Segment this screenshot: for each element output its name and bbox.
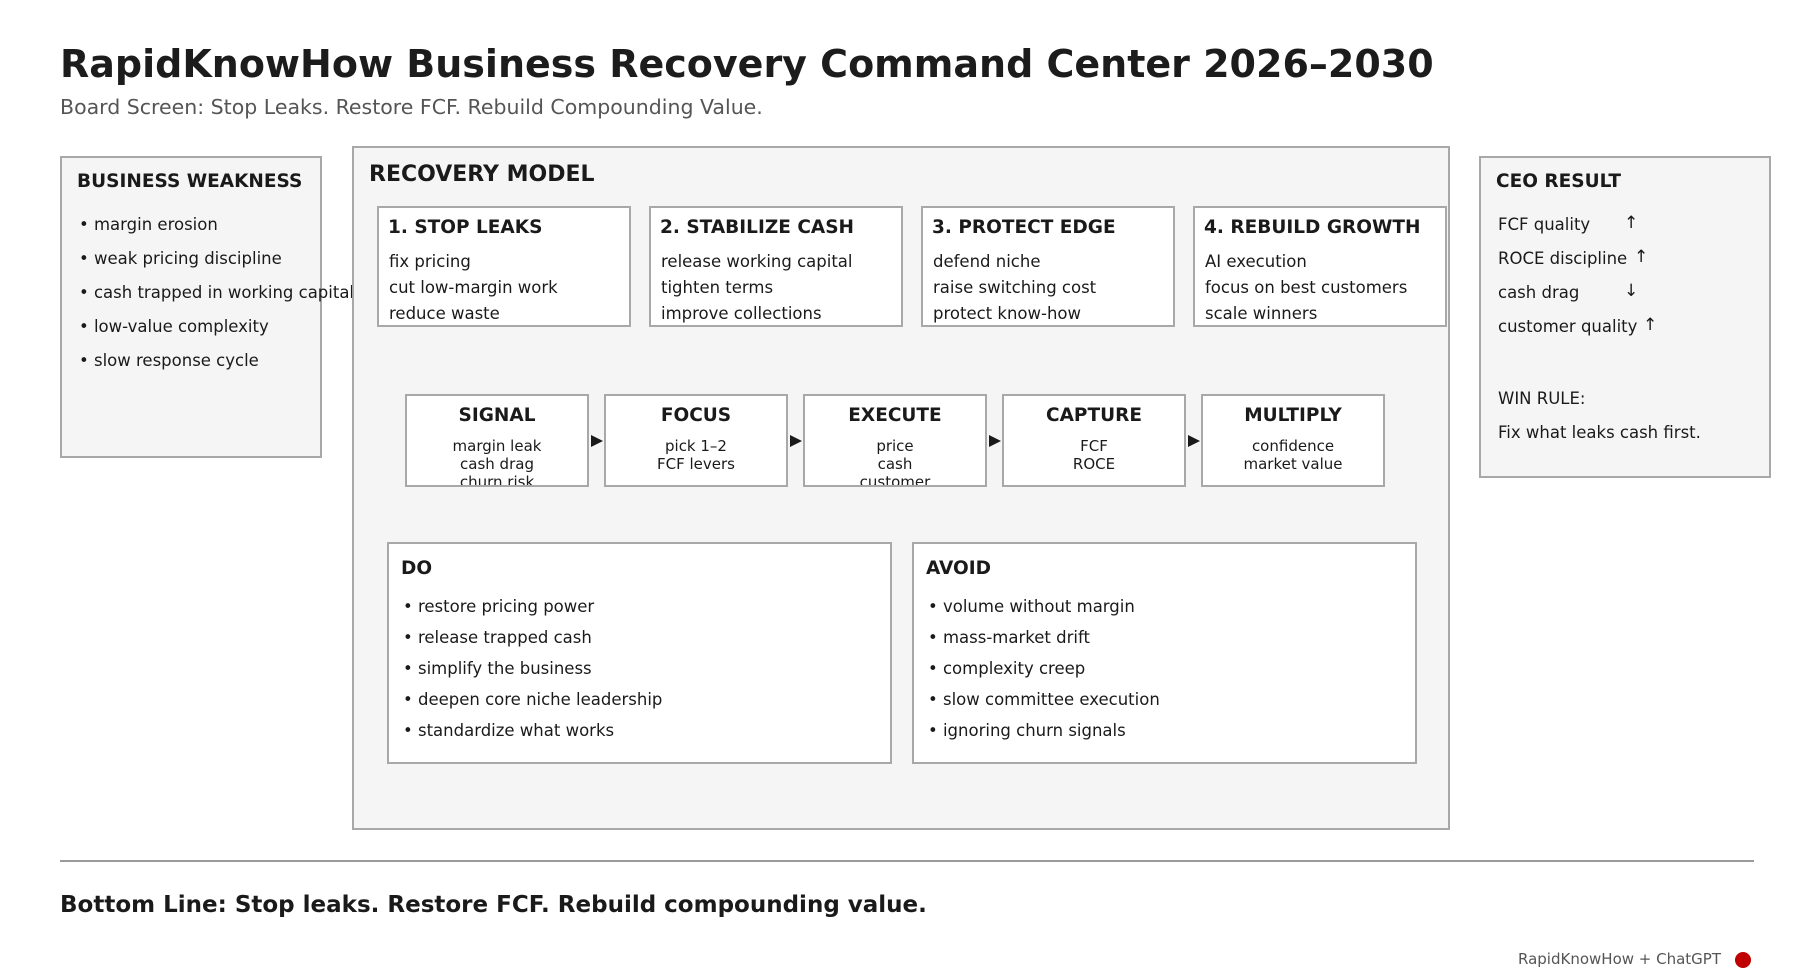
step-line: reduce waste xyxy=(389,304,500,323)
step-line: defend niche xyxy=(933,252,1041,271)
flow-title: MULTIPLY xyxy=(1244,405,1342,426)
metric-label: customer quality xyxy=(1498,317,1638,336)
step-line: fix pricing xyxy=(389,252,471,271)
page-subtitle: Board Screen: Stop Leaks. Restore FCF. R… xyxy=(60,95,763,119)
step-line: release working capital xyxy=(661,252,853,271)
arrow-up-icon: ↑ xyxy=(1624,213,1639,233)
arrow-up-icon: ↑ xyxy=(1643,315,1658,335)
flow-line: cash drag xyxy=(460,455,534,473)
flow-execute: EXECUTE price cash customer xyxy=(803,394,987,487)
flow-arrow-icon xyxy=(1188,435,1200,447)
flow-line: market value xyxy=(1243,455,1343,473)
flow-line: cash xyxy=(877,455,913,473)
bottom-line: Bottom Line: Stop leaks. Restore FCF. Re… xyxy=(60,892,927,918)
weakness-item: • low-value complexity xyxy=(79,317,269,336)
avoid-item: • volume without margin xyxy=(928,597,1135,616)
arrow-down-icon: ↓ xyxy=(1624,281,1639,301)
do-item: • restore pricing power xyxy=(403,597,595,616)
flow-signal: SIGNAL margin leak cash drag churn risk xyxy=(405,394,589,487)
recovery-model-title: RECOVERY MODEL xyxy=(369,162,595,187)
flow-title: CAPTURE xyxy=(1046,405,1142,426)
ceo-result-panel: CEO RESULT FCF quality ↑ ROCE discipline… xyxy=(1479,156,1771,478)
step-line: cut low-margin work xyxy=(389,278,558,297)
red-dot-icon xyxy=(1735,952,1751,968)
business-weakness-title: BUSINESS WEAKNESS xyxy=(77,171,303,192)
do-item: • deepen core niche leadership xyxy=(403,690,663,709)
step-line: focus on best customers xyxy=(1205,278,1408,297)
step-line: improve collections xyxy=(661,304,822,323)
weakness-item: • weak pricing discipline xyxy=(79,249,282,268)
step-line: raise switching cost xyxy=(933,278,1097,297)
step-line: AI execution xyxy=(1205,252,1307,271)
do-item: • simplify the business xyxy=(403,659,592,678)
footer-divider xyxy=(60,860,1754,862)
step-title: 2. STABILIZE CASH xyxy=(660,217,855,238)
avoid-item: • mass-market drift xyxy=(928,628,1090,647)
step-rebuild-growth: 4. REBUILD GROWTH AI execution focus on … xyxy=(1193,206,1447,327)
step-title: 4. REBUILD GROWTH xyxy=(1204,217,1421,238)
flow-line: confidence xyxy=(1251,437,1335,455)
weakness-item: • cash trapped in working capital xyxy=(79,283,355,302)
avoid-list: • volume without margin • mass-market dr… xyxy=(928,597,1160,752)
business-weakness-list: • margin erosion • weak pricing discipli… xyxy=(79,215,354,385)
flow-line: FCF xyxy=(1080,437,1108,455)
flow-line: FCF levers xyxy=(657,455,735,473)
do-list: • restore pricing power • release trappe… xyxy=(403,597,662,752)
flow-title: SIGNAL xyxy=(458,405,536,426)
flow-arrow-icon xyxy=(989,435,1001,447)
flow-line: margin leak xyxy=(452,437,542,455)
win-rule-text: Fix what leaks cash first. xyxy=(1498,423,1701,442)
flow-title: FOCUS xyxy=(660,405,732,426)
flow-line: price xyxy=(876,437,914,455)
recovery-model-panel: RECOVERY MODEL 1. STOP LEAKS fix pricing… xyxy=(352,146,1450,830)
flow-line: pick 1–2 xyxy=(665,437,727,455)
flow-line: customer xyxy=(859,473,931,487)
step-line: protect know-how xyxy=(933,304,1082,323)
do-item: • standardize what works xyxy=(403,721,615,740)
business-weakness-panel: BUSINESS WEAKNESS • margin erosion • wea… xyxy=(60,156,354,458)
credit-text: RapidKnowHow + ChatGPT xyxy=(1518,950,1721,968)
step-stop-leaks: 1. STOP LEAKS fix pricing cut low-margin… xyxy=(377,206,631,327)
flow-focus: FOCUS pick 1–2 FCF levers xyxy=(604,394,788,487)
metric-label: ROCE discipline xyxy=(1498,249,1628,268)
avoid-item: • ignoring churn signals xyxy=(928,721,1126,740)
step-title: 3. PROTECT EDGE xyxy=(932,217,1116,238)
flow-line: churn risk xyxy=(459,473,535,487)
flow-arrow-icon xyxy=(790,435,802,447)
metric-label: FCF quality xyxy=(1498,215,1591,234)
flow-title: EXECUTE xyxy=(848,405,942,426)
flow-multiply: MULTIPLY confidence market value xyxy=(1201,394,1385,487)
do-title: DO xyxy=(401,558,433,579)
step-stabilize-cash: 2. STABILIZE CASH release working capita… xyxy=(649,206,903,327)
avoid-item: • slow committee execution xyxy=(928,690,1160,709)
metric-label: cash drag xyxy=(1498,283,1580,302)
do-item: • release trapped cash xyxy=(403,628,592,647)
avoid-box: AVOID • volume without margin • mass-mar… xyxy=(912,542,1417,764)
avoid-title: AVOID xyxy=(926,558,992,579)
step-line: tighten terms xyxy=(661,278,774,297)
step-title: 1. STOP LEAKS xyxy=(388,217,543,238)
do-box: DO • restore pricing power • release tra… xyxy=(387,542,892,764)
flow-arrow-icon xyxy=(591,435,603,447)
avoid-item: • complexity creep xyxy=(928,659,1086,678)
flow-line: ROCE xyxy=(1072,455,1116,473)
arrow-up-icon: ↑ xyxy=(1634,247,1649,267)
ceo-result-title: CEO RESULT xyxy=(1496,171,1621,192)
weakness-item: • margin erosion xyxy=(79,215,218,234)
weakness-item: • slow response cycle xyxy=(79,351,259,370)
win-rule-label: WIN RULE: xyxy=(1498,389,1586,408)
step-line: scale winners xyxy=(1205,304,1318,323)
page-title: RapidKnowHow Business Recovery Command C… xyxy=(60,42,1434,86)
step-protect-edge: 3. PROTECT EDGE defend niche raise switc… xyxy=(921,206,1175,327)
flow-capture: CAPTURE FCF ROCE xyxy=(1002,394,1186,487)
